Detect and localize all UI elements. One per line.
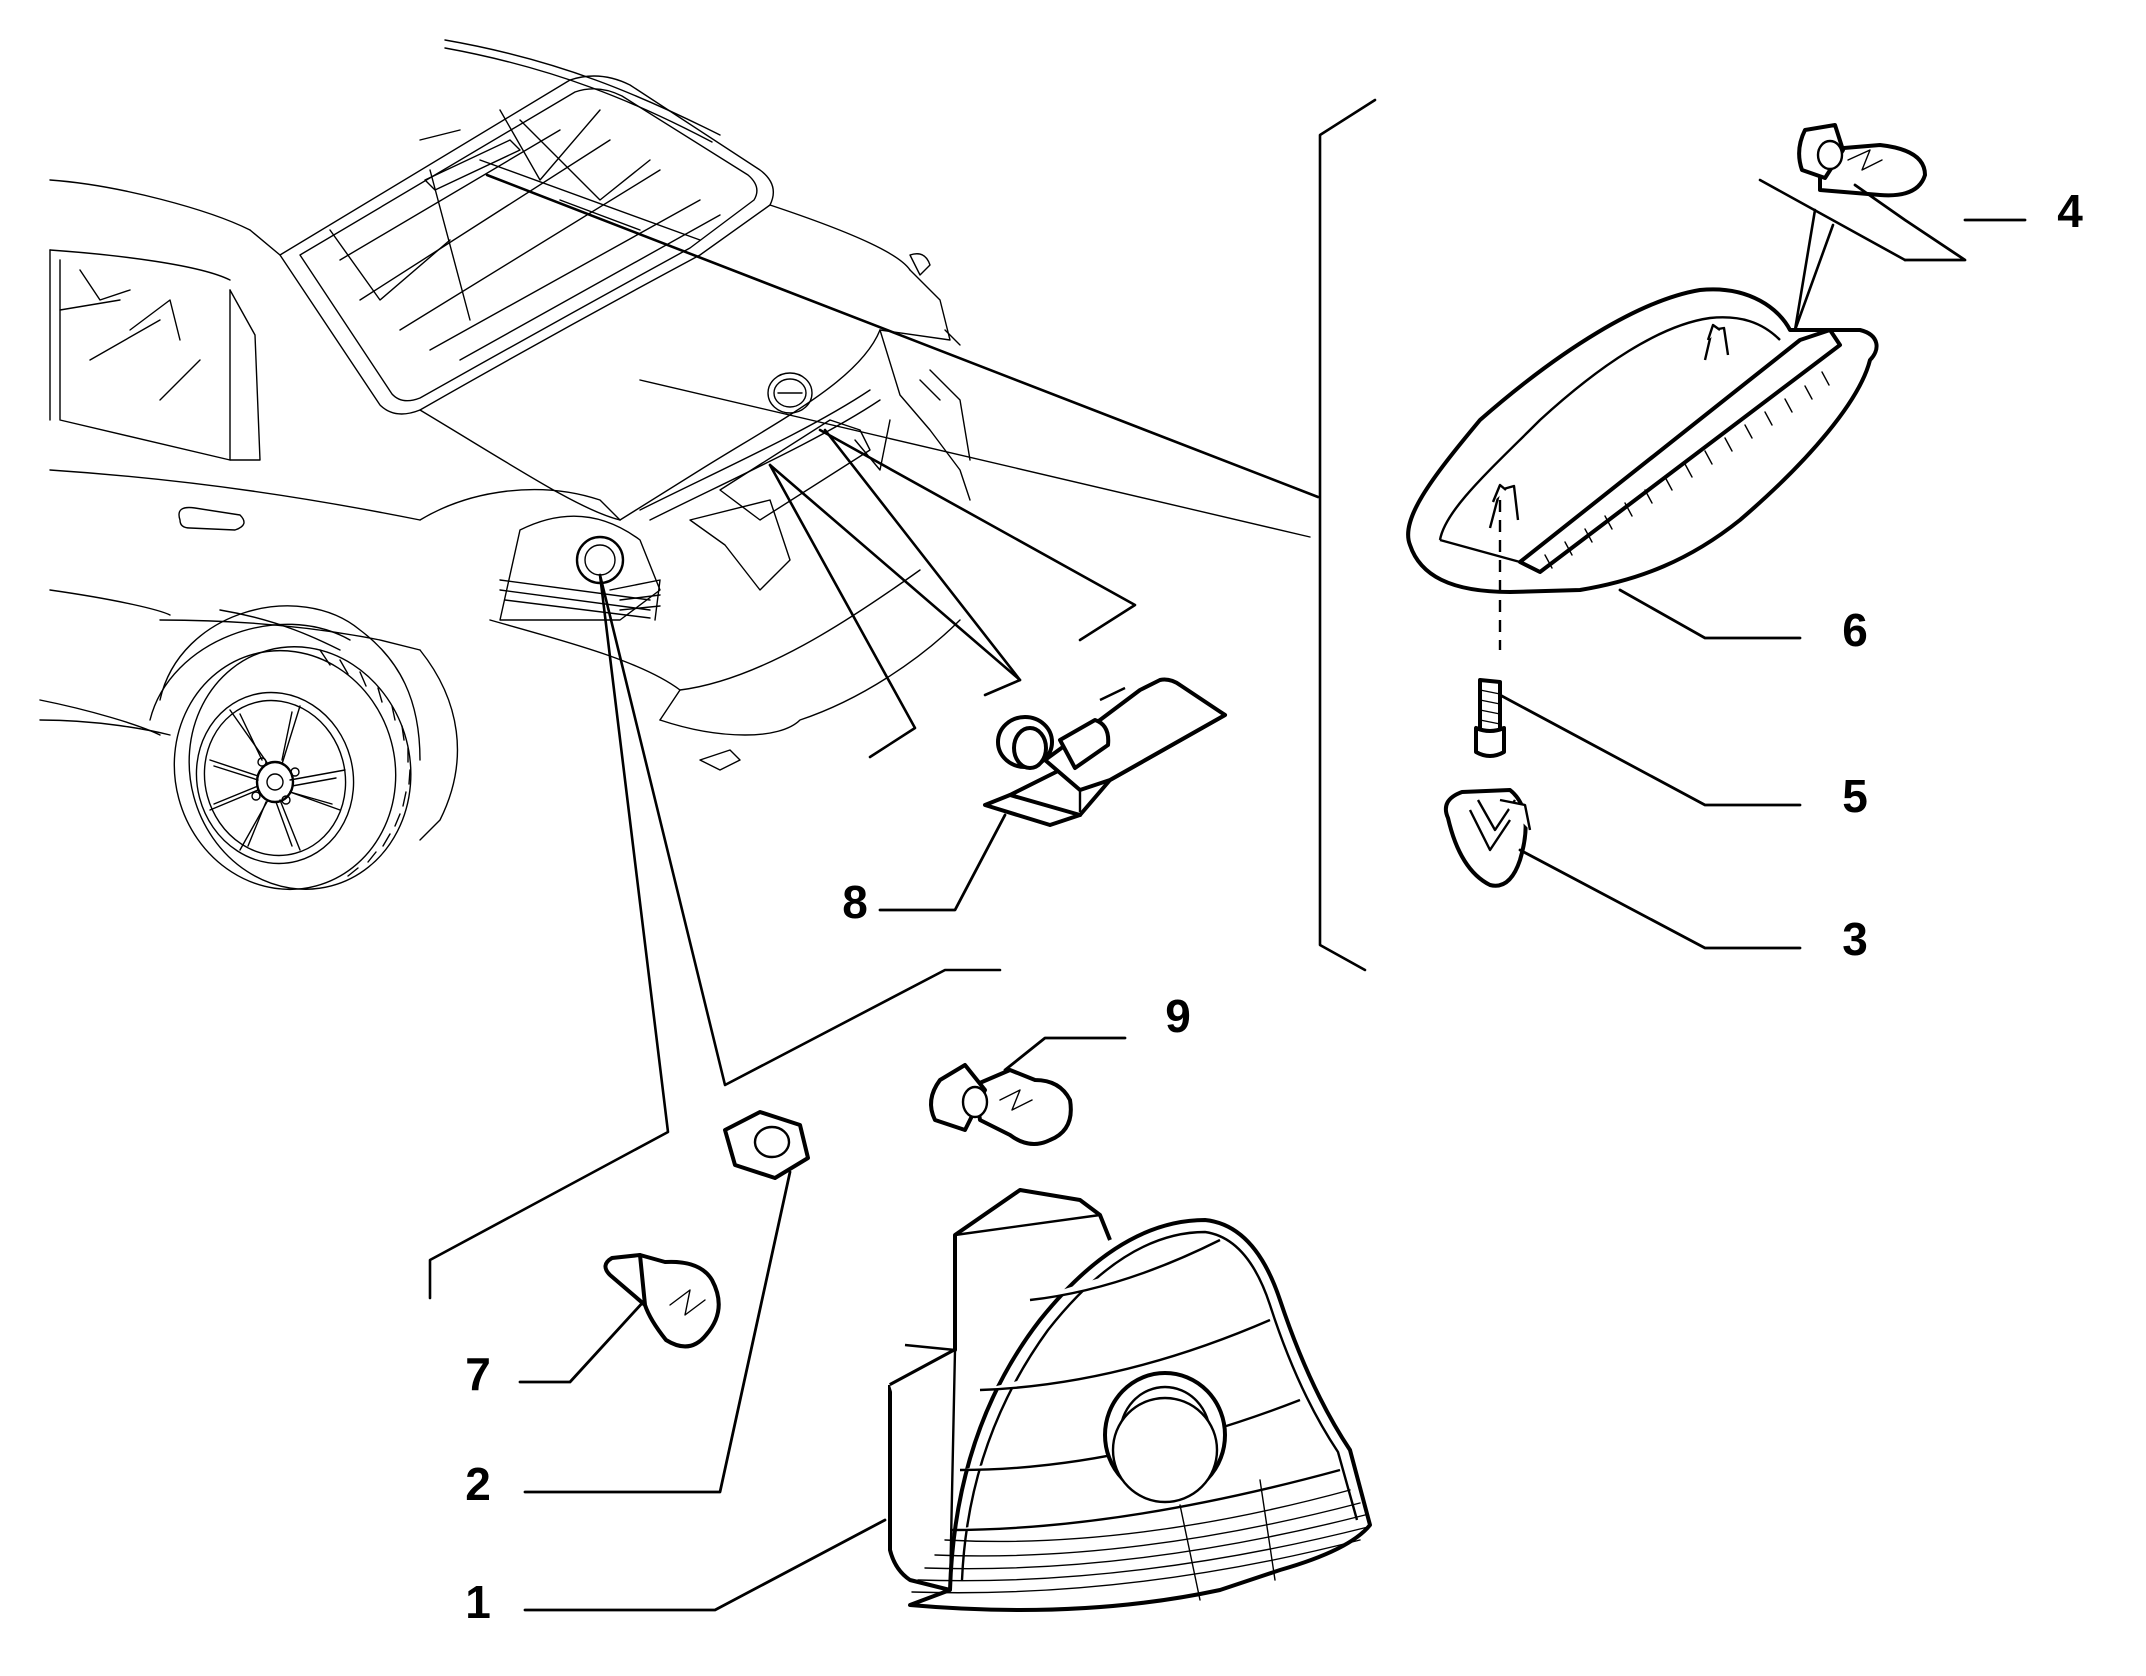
nut-part: [723, 1110, 810, 1180]
callout-label-6: 6: [1842, 604, 1868, 656]
callout-labels: 4 6 5 3 8 9 7 2 1: [465, 185, 2083, 1628]
bulb-9-part: [929, 1063, 1073, 1146]
callout-label-7: 7: [465, 1348, 491, 1400]
callout-label-9: 9: [1165, 990, 1191, 1042]
third-brake-light-part: [1406, 178, 1907, 650]
callout-label-3: 3: [1842, 913, 1868, 965]
callout-label-4: 4: [2057, 185, 2083, 237]
leader-lines: [428, 98, 1377, 1300]
tail-light-assembly-part: [888, 1188, 1372, 1612]
license-plate-light-part: [983, 677, 1227, 827]
car-rear-illustration: [39, 39, 971, 891]
bulb-4-part: [1797, 123, 1927, 198]
bulb-7-part: [603, 1253, 721, 1349]
clip-part: [1443, 788, 1532, 888]
callout-label-2: 2: [465, 1458, 491, 1510]
screw-part: [1474, 678, 1506, 758]
callout-leaders: [518, 183, 2027, 1612]
callout-label-8: 8: [842, 876, 868, 928]
callout-label-5: 5: [1842, 770, 1868, 822]
callout-label-1: 1: [465, 1576, 491, 1628]
